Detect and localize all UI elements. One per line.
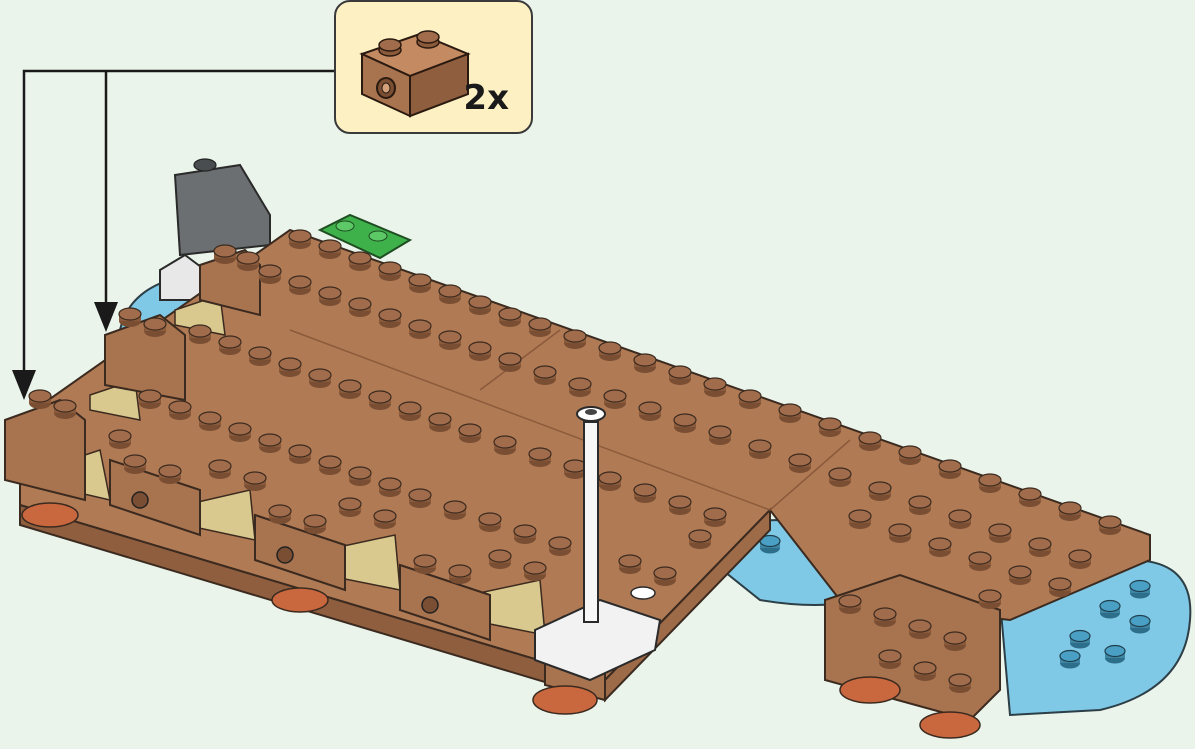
parts-callout: 2x xyxy=(334,0,533,134)
brick-1x2-with-hole-icon xyxy=(350,14,480,124)
part-quantity-label: 2x xyxy=(463,78,509,118)
